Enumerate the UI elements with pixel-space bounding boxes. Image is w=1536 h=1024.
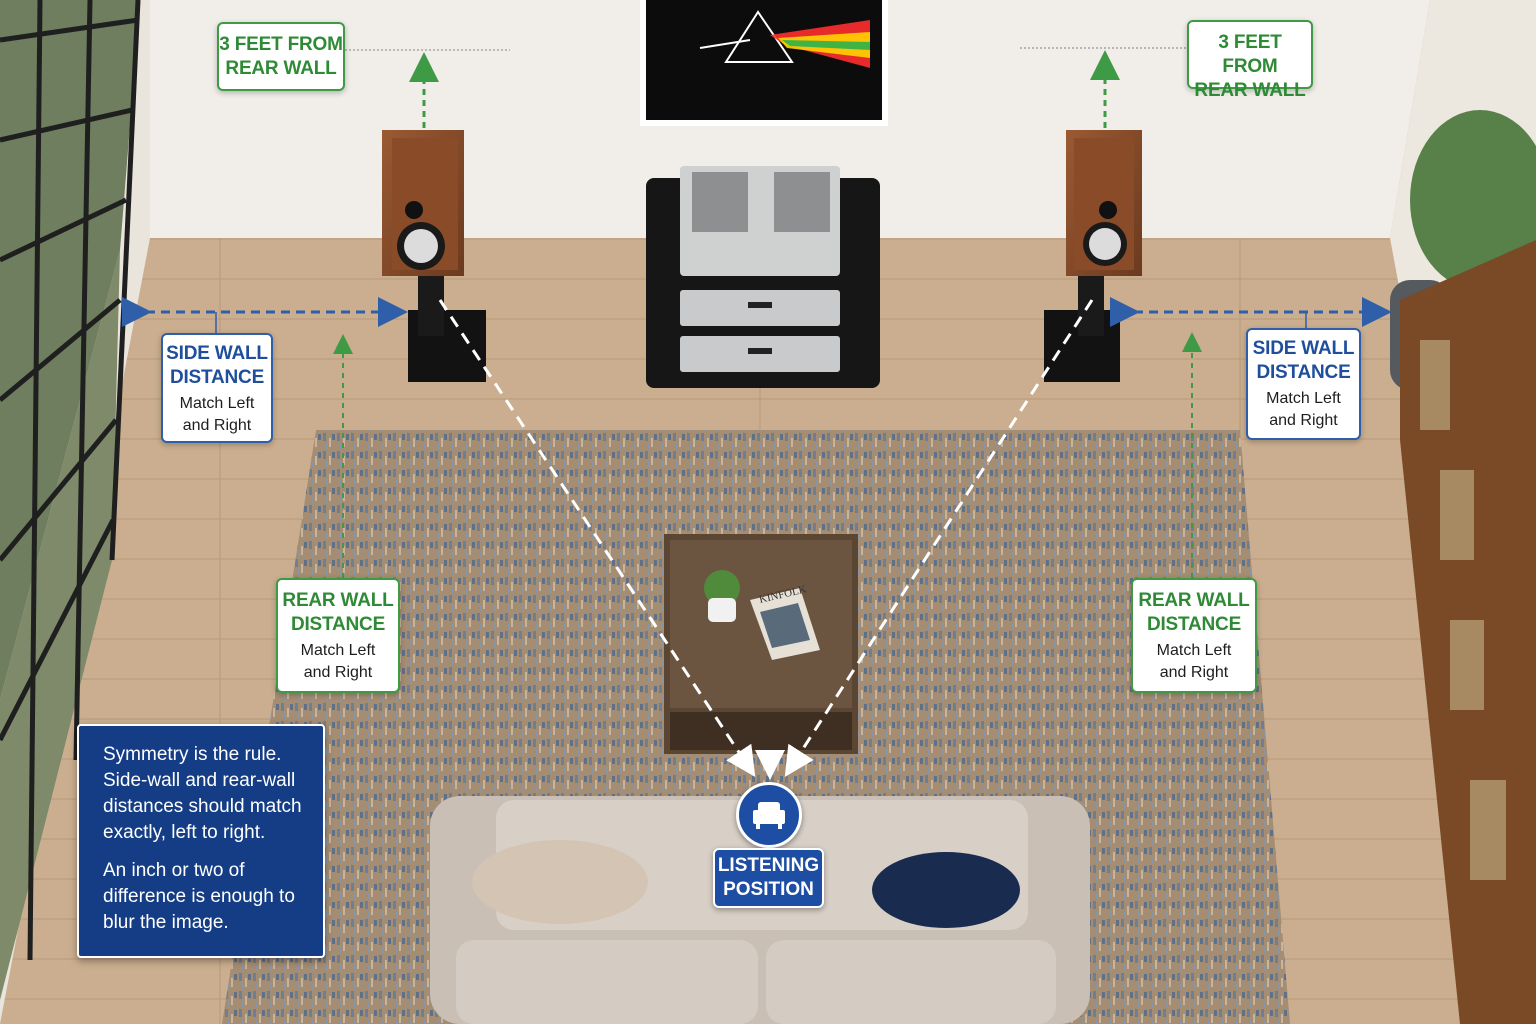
callout-title: REAR WALL — [282, 590, 394, 611]
window — [0, 0, 141, 1000]
callout-title: SIDE WALL — [1252, 338, 1355, 359]
callout-title: SIDE WALL — [166, 343, 268, 364]
left-speaker — [382, 130, 486, 382]
listening-label-line: LISTENING — [717, 855, 820, 876]
right-speaker — [1044, 130, 1142, 382]
callout-rear-wall-left: 3 FEET FROM REAR WALL — [217, 22, 345, 91]
listening-position-label: LISTENING POSITION — [713, 848, 824, 908]
note-paragraph: An inch or two of difference is enough t… — [103, 860, 295, 933]
note-paragraph: Symmetry is the rule. Side-wall and rear… — [103, 744, 302, 843]
callout-title: DISTANCE — [169, 367, 265, 388]
listening-label-line: POSITION — [723, 879, 814, 900]
callout-title: 3 FEET FROM — [1218, 32, 1282, 77]
callout-title: REAR WALL — [1194, 80, 1306, 101]
prism-poster — [640, 0, 888, 126]
callout-title: DISTANCE — [1256, 362, 1351, 383]
sofa — [430, 796, 1090, 1024]
callout-title: REAR WALL — [225, 58, 337, 79]
callout-title: REAR WALL — [1138, 590, 1250, 611]
callout-title: 3 FEET FROM — [219, 34, 343, 55]
listening-line-left — [438, 299, 756, 778]
callout-rear-wall-right: 3 FEET FROM REAR WALL — [1187, 20, 1313, 101]
coffee-table — [664, 534, 858, 754]
callout-title: DISTANCE — [290, 614, 386, 635]
equipment-rack — [646, 166, 880, 388]
armchair-icon — [736, 782, 802, 848]
callout-title: DISTANCE — [1146, 614, 1242, 635]
bookshelf — [1400, 240, 1536, 1024]
listening-line-right — [784, 299, 1094, 778]
symmetry-note: Symmetry is the rule. Side-wall and rear… — [77, 724, 325, 958]
